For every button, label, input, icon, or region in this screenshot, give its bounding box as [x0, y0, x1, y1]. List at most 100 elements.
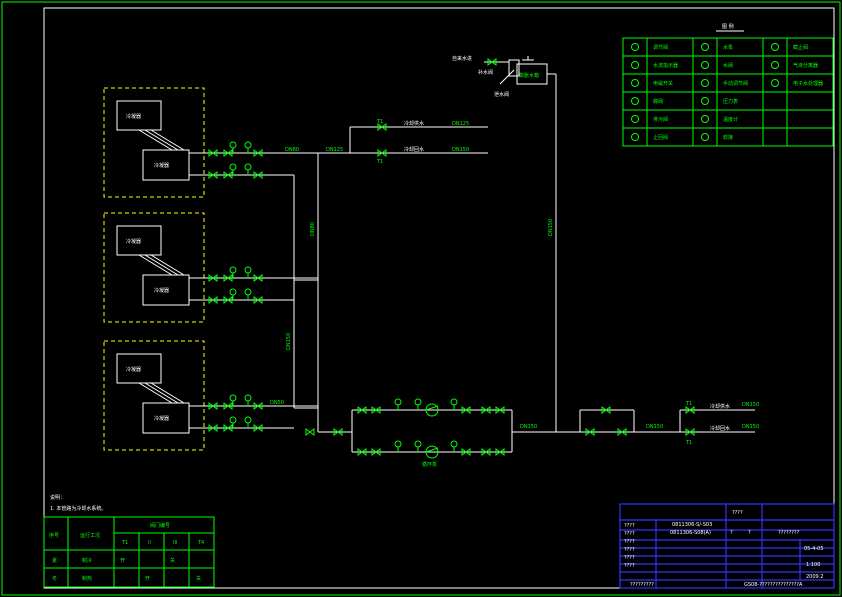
ops-cell: 关: [170, 557, 175, 564]
valve-icon: [223, 274, 233, 282]
valve-t1c-label: T1: [685, 401, 692, 407]
unit-top-label: 冷凝器: [126, 366, 141, 373]
valve-icon: [685, 428, 695, 436]
ops-header-mode: 运行工况: [80, 532, 100, 539]
tb-scale: 1:100: [806, 562, 820, 568]
legend-label: 软接: [723, 134, 733, 141]
legend-label: 电子水处理器: [793, 80, 823, 87]
notes-line1: 1. 本管路为冷却水系统。: [50, 505, 106, 512]
ops-cell: 制冷: [82, 557, 92, 564]
gauge-icon: [414, 440, 422, 448]
ops-cell: 夏: [52, 558, 57, 564]
drain-label: 泄水阀: [494, 91, 509, 98]
unit-top-label: 冷凝器: [126, 238, 141, 245]
valve-icon: [253, 296, 263, 304]
unit-bottom-label: 冷凝器: [154, 162, 169, 169]
legend-title: 图 例: [722, 23, 734, 30]
valve-icon: [208, 296, 218, 304]
tb-row-label: ????: [624, 547, 635, 553]
tb-row-label: ????: [624, 563, 635, 569]
auto-water-label: 自来水进: [452, 55, 472, 62]
valve-icon: [495, 406, 505, 414]
legend-label: 电磁开关: [653, 80, 673, 87]
dn150-label-b: DN150: [520, 424, 537, 430]
ops-cell: 冬: [52, 575, 57, 582]
legend-label: 蝶阀: [653, 98, 663, 105]
valve-icon: [253, 424, 263, 432]
gauge-icon: [229, 394, 237, 402]
valve-icon: [377, 149, 387, 157]
legend-symbol-icon: [771, 43, 779, 51]
tb-code: 0811306-S/-S03: [672, 522, 712, 528]
gauge-icon: [229, 163, 237, 171]
legend: 图 例 调节阀水泵截止阀水流指示器水阀气液分离器电磁开关手动调节阀电子水处理器蝶…: [622, 23, 834, 147]
pump-label: 循环泵: [422, 461, 437, 468]
legend-label: 水阀: [723, 62, 733, 69]
dn125-label-b: DN125: [452, 121, 469, 127]
gauge-icon: [229, 288, 237, 296]
tb-row-label: ????: [624, 555, 635, 561]
legend-symbol-icon: [701, 61, 709, 69]
valve-icon: [253, 171, 263, 179]
tb-drawing-no: GS08-???????????????A: [744, 582, 803, 588]
ops-sub-t4: T4: [197, 540, 204, 546]
ops-cell: 关: [196, 575, 201, 582]
valve-icon: [223, 296, 233, 304]
valve-icon: [371, 448, 381, 456]
tb-date: 05-4-05: [804, 546, 824, 552]
legend-symbol-icon: [631, 97, 639, 105]
legend-symbol-icon: [701, 79, 709, 87]
valve-icon: [481, 448, 491, 456]
valve-icon: [253, 402, 263, 410]
unit-boundary: [103, 212, 205, 323]
valve-icon: [208, 424, 218, 432]
valve-icon: [585, 428, 595, 436]
legend-symbol-icon: [631, 61, 639, 69]
ops-sub-ii: II: [148, 540, 151, 546]
tb-project: ????: [732, 510, 743, 516]
gauge-icon: [229, 416, 237, 424]
valve-icon: [377, 123, 387, 131]
valve-icon: [333, 428, 343, 436]
legend-label: 气液分离器: [793, 62, 818, 69]
tb-row-label: ????: [624, 539, 635, 545]
valve-icon: [208, 274, 218, 282]
valve-icon: [461, 448, 471, 456]
ops-sub-iii: III: [173, 540, 177, 546]
unit-boundary: [103, 340, 205, 451]
legend-symbol-icon: [631, 43, 639, 51]
legend-symbol-icon: [701, 115, 709, 123]
header-pipes: DN80 DN125 T1 T1 冷却供水 冷却回水 DN125 DN150 D…: [260, 119, 759, 468]
expansion-tank-assembly: 膨胀水箱 自来水进 补水阀 泄水阀 DN150: [452, 55, 557, 432]
ops-cell: 开: [120, 558, 125, 564]
ops-cell: 开: [145, 576, 150, 582]
valve-icon: [357, 448, 367, 456]
legend-symbol-icon: [631, 115, 639, 123]
legend-symbol-icon: [771, 79, 779, 87]
unit-boundary: [103, 87, 205, 198]
gauge-icon: [394, 440, 402, 448]
unit-bottom-label: 冷凝器: [154, 287, 169, 294]
notes-heading: 说明：: [50, 494, 65, 501]
tb-q2: ?: [748, 530, 751, 536]
valve-icon: [223, 149, 233, 157]
legend-label: 水流指示器: [653, 62, 678, 69]
legend-symbol-icon: [631, 79, 639, 87]
gauge-icon: [244, 288, 252, 296]
valve-icon: [487, 58, 497, 66]
operation-table: 序号 运行工况 阀门编号 T1 II III T4 夏制冷开关冬制热开关: [43, 516, 215, 588]
tb-mark: ?????????: [630, 582, 654, 588]
unit-top-label: 冷凝器: [126, 113, 141, 120]
valve-t1-label: T1: [376, 119, 383, 125]
right-dn-label-1: DN150: [742, 402, 759, 408]
valve-icon: [253, 149, 263, 157]
legend-symbol-icon: [701, 97, 709, 105]
ops-header-no: 序号: [49, 532, 59, 539]
riser-label: DN150: [548, 219, 554, 236]
valve-icon: [481, 406, 491, 414]
valve-t1d-label: T1: [685, 440, 692, 446]
vertical-riser2-label: DN150: [286, 333, 292, 350]
valve-icon: [305, 428, 315, 436]
legend-label: 调节阀: [653, 44, 668, 51]
